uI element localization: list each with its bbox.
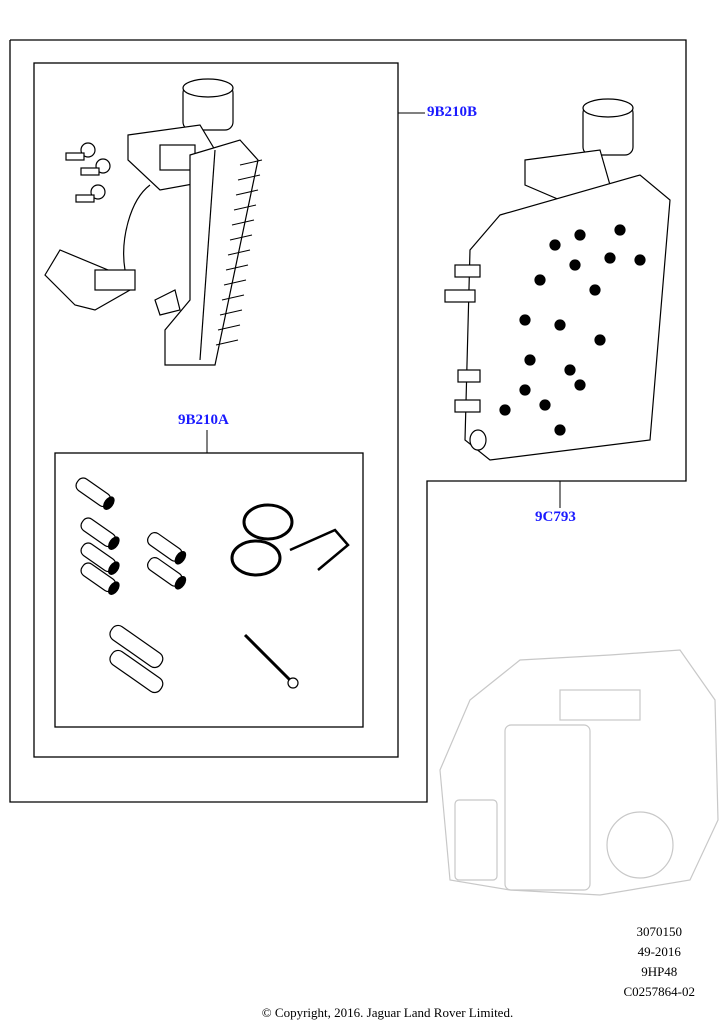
seal-kit-illustration (75, 477, 350, 694)
drawing-metadata: 3070150 49-2016 9HP48 C0257864-02 (624, 922, 696, 1002)
assembly-boundary (9, 39, 687, 803)
kit-9b210b-box (33, 62, 399, 758)
callout-9b210a[interactable]: 9B210A (178, 412, 229, 428)
transmission-code: 9HP48 (641, 964, 678, 979)
kit-9b210a-box (54, 452, 364, 728)
transmission-ghost-illustration (439, 649, 719, 896)
callout-9c793[interactable]: 9C793 (535, 509, 576, 525)
copyright-notice: © Copyright, 2016. Jaguar Land Rover Lim… (261, 1005, 514, 1020)
callout-9b210b[interactable]: 9B210B (427, 104, 478, 120)
harness-illustration (44, 78, 263, 366)
valve-body-illustration (444, 98, 671, 461)
illustration-number: 3070150 (636, 924, 683, 939)
date-code: 49-2016 (637, 944, 681, 959)
drawing-code: C0257864-02 (623, 984, 696, 999)
